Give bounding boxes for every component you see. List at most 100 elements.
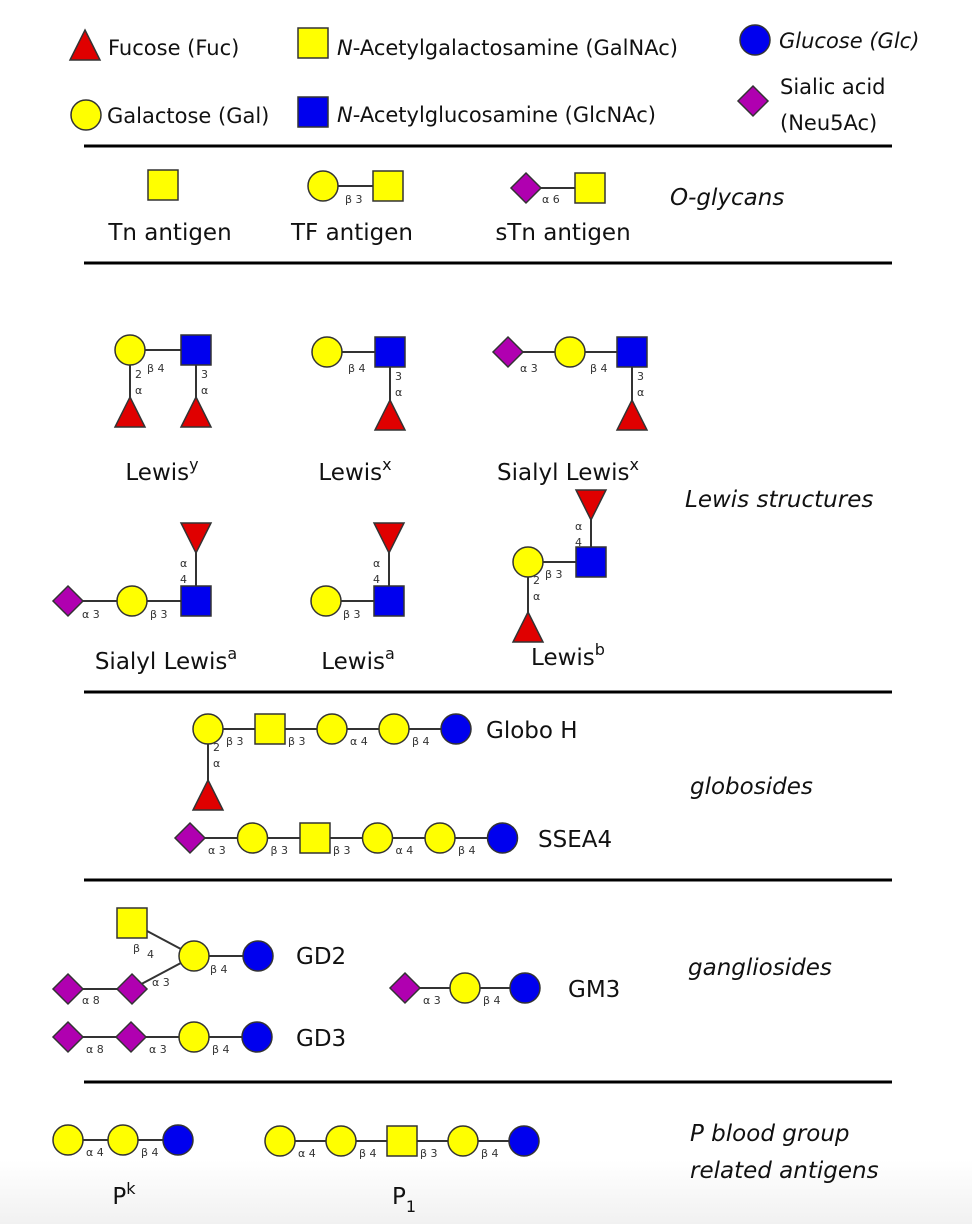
galactose-circle-icon [449,972,481,1004]
structure-name: Lewisy [125,455,198,486]
sialic-acid-diamond-icon [173,821,207,855]
glucose-circle-icon [509,972,541,1004]
glucose-circle-icon [162,1124,194,1156]
galactose-circle-icon [512,546,544,578]
category-label: gangliosides [688,955,832,981]
linkage-label: β 4 [481,1147,499,1160]
glucose-circle-icon [440,713,472,745]
linkage-label: α 3 [208,844,226,857]
linkage-label: 3 [201,368,208,381]
linkage-label: 3 [395,370,402,383]
fucose-triangle-icon [372,522,406,555]
linkage-label: β 4 [212,1043,230,1056]
linkage-label: α 6 [542,193,560,206]
linkage-label: 4 [180,573,187,586]
galactose-circle-icon [447,1125,479,1157]
linkage-label: α [395,386,402,399]
structure-name: sTn antigen [495,220,630,246]
category-label: O-glycans [670,185,784,211]
linkage-label: α 8 [86,1043,104,1056]
linkage-label: α [575,520,582,533]
galnac-square-icon [574,172,606,204]
galactose-circle-icon [325,1125,357,1157]
linkage-label: α 4 [298,1147,316,1160]
linkage-label: β 4 [348,362,366,375]
legend-label-galactose: Galactose (Gal) [107,104,269,128]
linkage-label: β 3 [343,608,361,621]
linkage-label: β 3 [545,568,563,581]
glcnac-square-icon [373,585,405,617]
sialic-acid-diamond-icon [51,584,85,618]
linkage-label: 4 [147,948,154,961]
galactose-circle-icon [114,334,146,366]
linkage-label: α 4 [396,844,414,857]
structure-name: Sialyl Lewisx [497,455,639,486]
fucose-triangle-icon [615,398,649,431]
structure-p1: α 4 β 4 β 3 β 4 P1 [264,1125,540,1216]
galnac-square-icon [116,907,148,939]
galactose-circle-icon [52,1124,84,1156]
structure-name: GD2 [296,944,346,970]
galactose-circle-icon [192,713,224,745]
linkage-label: β 4 [412,735,430,748]
legend-label-glucose: Glucose (Glc) [779,29,919,53]
linkage-label: α 8 [82,994,100,1007]
linkage-label: β 4 [141,1146,159,1159]
glcnac-square-icon [297,96,329,128]
linkage-label: 3 [637,370,644,383]
structure-name: GM3 [568,977,620,1003]
structure-name: P1 [392,1184,416,1216]
linkage-label: α [373,557,380,570]
sialic-acid-diamond-icon [115,972,149,1006]
galnac-square-icon [297,27,329,59]
galnac-square-icon [254,713,286,745]
fucose-triangle-icon [179,395,213,428]
glucose-circle-icon [241,1021,273,1053]
linkage-label: α 3 [149,1043,167,1056]
legend-label-sialic: Sialic acid [780,75,886,99]
structure-name: Pk [112,1179,136,1210]
linkage-label: α [135,384,142,397]
linkage-label: β 3 [420,1147,438,1160]
linkage-label: 2 [533,574,540,587]
structure-name: Lewisb [531,640,605,671]
galactose-circle-icon [178,940,210,972]
category-label: related antigens [690,1158,879,1184]
galnac-square-icon [386,1125,418,1157]
structure-name: Lewisx [318,455,391,486]
legend-label-fucose: Fucose (Fuc) [108,36,239,60]
structure-pk: α 4 β 4 Pk [52,1124,194,1210]
galactose-circle-icon [311,336,343,368]
linkage-label: α 4 [86,1146,104,1159]
linkage-label: α 4 [350,735,368,748]
structure-name: Sialyl Lewisa [95,644,237,675]
fucose-triangle-icon [574,489,608,522]
glcnac-square-icon [180,585,212,617]
linkage-label: β 4 [359,1147,377,1160]
linkage-label: β 4 [590,362,608,375]
linkage-label: α [533,590,540,603]
structure-name: Tn antigen [107,220,231,246]
fucose-triangle-icon [191,778,225,811]
galactose-circle-icon [554,336,586,368]
fucose-triangle-icon [373,398,407,431]
linkage-label: α [213,757,220,770]
linkage-label: α 3 [82,608,100,621]
linkage-label: 2 [213,741,220,754]
galactose-circle-icon [378,713,410,745]
glcnac-square-icon [575,546,607,578]
linkage-label: β 3 [150,608,168,621]
legend-label-glcnac: N-Acetylglucosamine (GlcNAc) [337,103,656,127]
sialic-acid-diamond-icon [114,1020,148,1054]
galnac-square-icon [299,822,331,854]
linkage-label: α [201,384,208,397]
galactose-circle-icon [316,713,348,745]
